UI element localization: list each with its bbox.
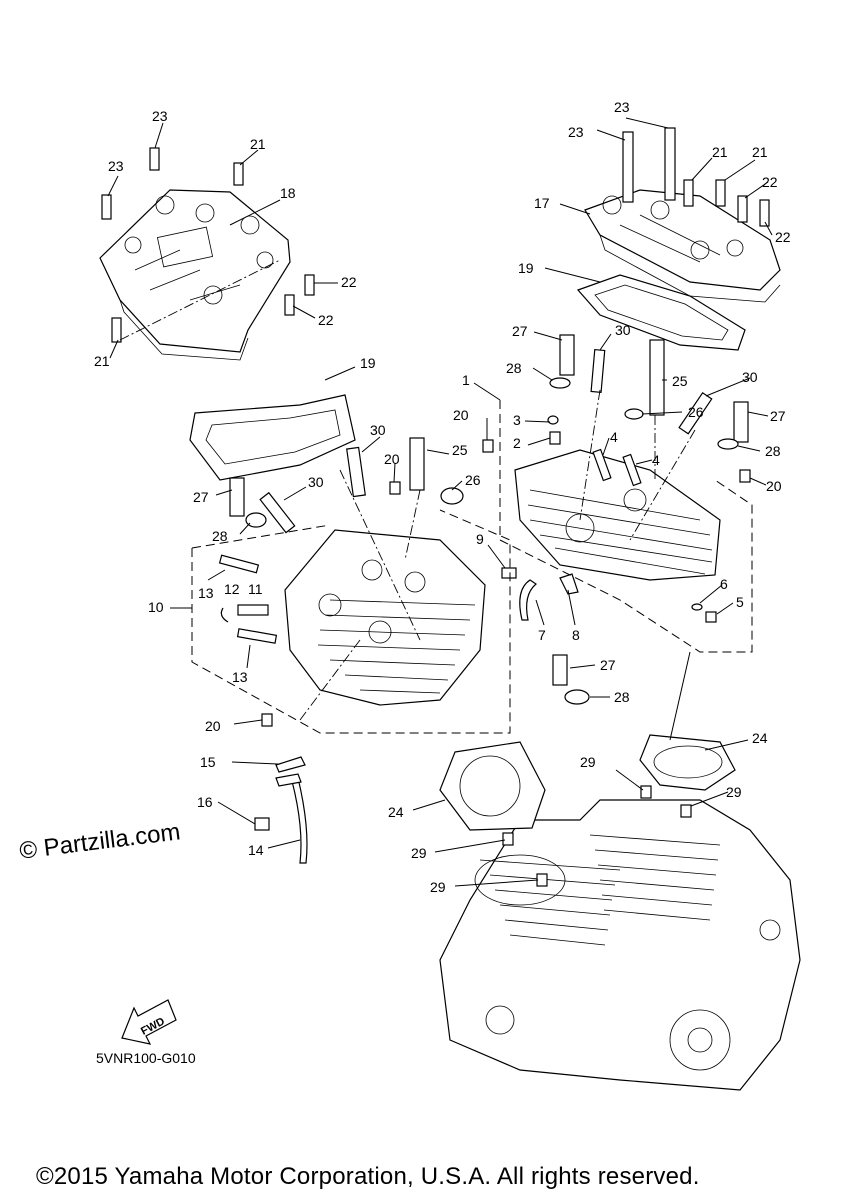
fwd-arrow-icon: FWD bbox=[121, 999, 177, 1045]
head-gasket-left bbox=[439, 741, 546, 831]
callout-27: 27 bbox=[193, 489, 209, 505]
callout-21: 21 bbox=[752, 144, 768, 160]
callout-5: 5 bbox=[736, 594, 744, 610]
callout-21: 21 bbox=[94, 353, 110, 369]
callout-8: 8 bbox=[572, 627, 580, 643]
callout-30: 30 bbox=[615, 322, 631, 338]
callout-19: 19 bbox=[518, 260, 534, 276]
callout-23: 23 bbox=[108, 158, 124, 174]
bolts bbox=[101, 127, 770, 831]
callout-28: 28 bbox=[765, 443, 781, 459]
callout-21: 21 bbox=[250, 136, 266, 152]
callout-21: 21 bbox=[712, 144, 728, 160]
copyright-notice: ©2015 Yamaha Motor Corporation, U.S.A. A… bbox=[36, 1163, 700, 1190]
callout-22: 22 bbox=[775, 229, 791, 245]
callout-29: 29 bbox=[726, 784, 742, 800]
callout-29: 29 bbox=[430, 879, 446, 895]
callout-30: 30 bbox=[742, 369, 758, 385]
callout-19: 19 bbox=[360, 355, 376, 371]
cylinder-head-left bbox=[284, 529, 486, 706]
callout-20: 20 bbox=[205, 718, 221, 734]
callout-7: 7 bbox=[538, 627, 546, 643]
callout-9: 9 bbox=[476, 531, 484, 547]
callout-26: 26 bbox=[465, 472, 481, 488]
group-box-10 bbox=[191, 509, 511, 734]
callout-30: 30 bbox=[370, 422, 386, 438]
gasket-left bbox=[189, 394, 356, 481]
callout-22: 22 bbox=[762, 174, 778, 190]
callout-4: 4 bbox=[652, 452, 660, 468]
callout-10: 10 bbox=[148, 599, 164, 615]
callout-24: 24 bbox=[752, 730, 768, 746]
callout-29: 29 bbox=[580, 754, 596, 770]
callout-28: 28 bbox=[614, 689, 630, 705]
callout-2: 2 bbox=[513, 435, 521, 451]
callout-23: 23 bbox=[568, 124, 584, 140]
callout-3: 3 bbox=[513, 412, 521, 428]
callout-23: 23 bbox=[614, 99, 630, 115]
callout-13: 13 bbox=[198, 585, 214, 601]
spark-plugs bbox=[259, 348, 713, 534]
callout-20: 20 bbox=[453, 407, 469, 423]
callout-20: 20 bbox=[766, 478, 782, 494]
callout-13: 13 bbox=[232, 669, 248, 685]
callout-29: 29 bbox=[411, 845, 427, 861]
callout-22: 22 bbox=[341, 274, 357, 290]
callout-15: 15 bbox=[200, 754, 216, 770]
callout-30: 30 bbox=[308, 474, 324, 490]
oil-pipes bbox=[275, 573, 579, 864]
callout-27: 27 bbox=[512, 323, 528, 339]
callout-labels: 1 2 3 4 4 5 6 7 8 9 10 11 12 13 13 14 15… bbox=[94, 99, 791, 895]
diagram-code: 5VNR100-G010 bbox=[96, 1050, 196, 1066]
cylinder-head-right bbox=[514, 449, 721, 581]
callout-26: 26 bbox=[688, 404, 704, 420]
callout-1: 1 bbox=[462, 372, 470, 388]
leader-lines bbox=[107, 117, 773, 887]
callout-20: 20 bbox=[384, 451, 400, 467]
callout-28: 28 bbox=[506, 360, 522, 376]
callout-24: 24 bbox=[388, 804, 404, 820]
callout-27: 27 bbox=[600, 657, 616, 673]
callout-27: 27 bbox=[770, 408, 786, 424]
callout-28: 28 bbox=[212, 528, 228, 544]
callout-23: 23 bbox=[152, 108, 168, 124]
studs bbox=[218, 448, 642, 644]
callout-4: 4 bbox=[610, 429, 618, 445]
gasket-right bbox=[576, 274, 746, 351]
callout-11: 11 bbox=[248, 581, 263, 597]
engine-block bbox=[439, 799, 801, 1091]
callout-18: 18 bbox=[280, 185, 296, 201]
washers-and-dowels bbox=[245, 377, 751, 887]
callout-25: 25 bbox=[672, 373, 688, 389]
callout-6: 6 bbox=[720, 576, 728, 592]
callout-16: 16 bbox=[197, 794, 213, 810]
callout-25: 25 bbox=[452, 442, 468, 458]
head-gasket-right bbox=[639, 734, 736, 791]
rocker-cover-left bbox=[99, 189, 291, 361]
callout-22: 22 bbox=[318, 312, 334, 328]
callout-14: 14 bbox=[248, 842, 264, 858]
callout-12: 12 bbox=[224, 581, 240, 597]
callout-17: 17 bbox=[534, 195, 550, 211]
center-lines bbox=[119, 259, 696, 741]
